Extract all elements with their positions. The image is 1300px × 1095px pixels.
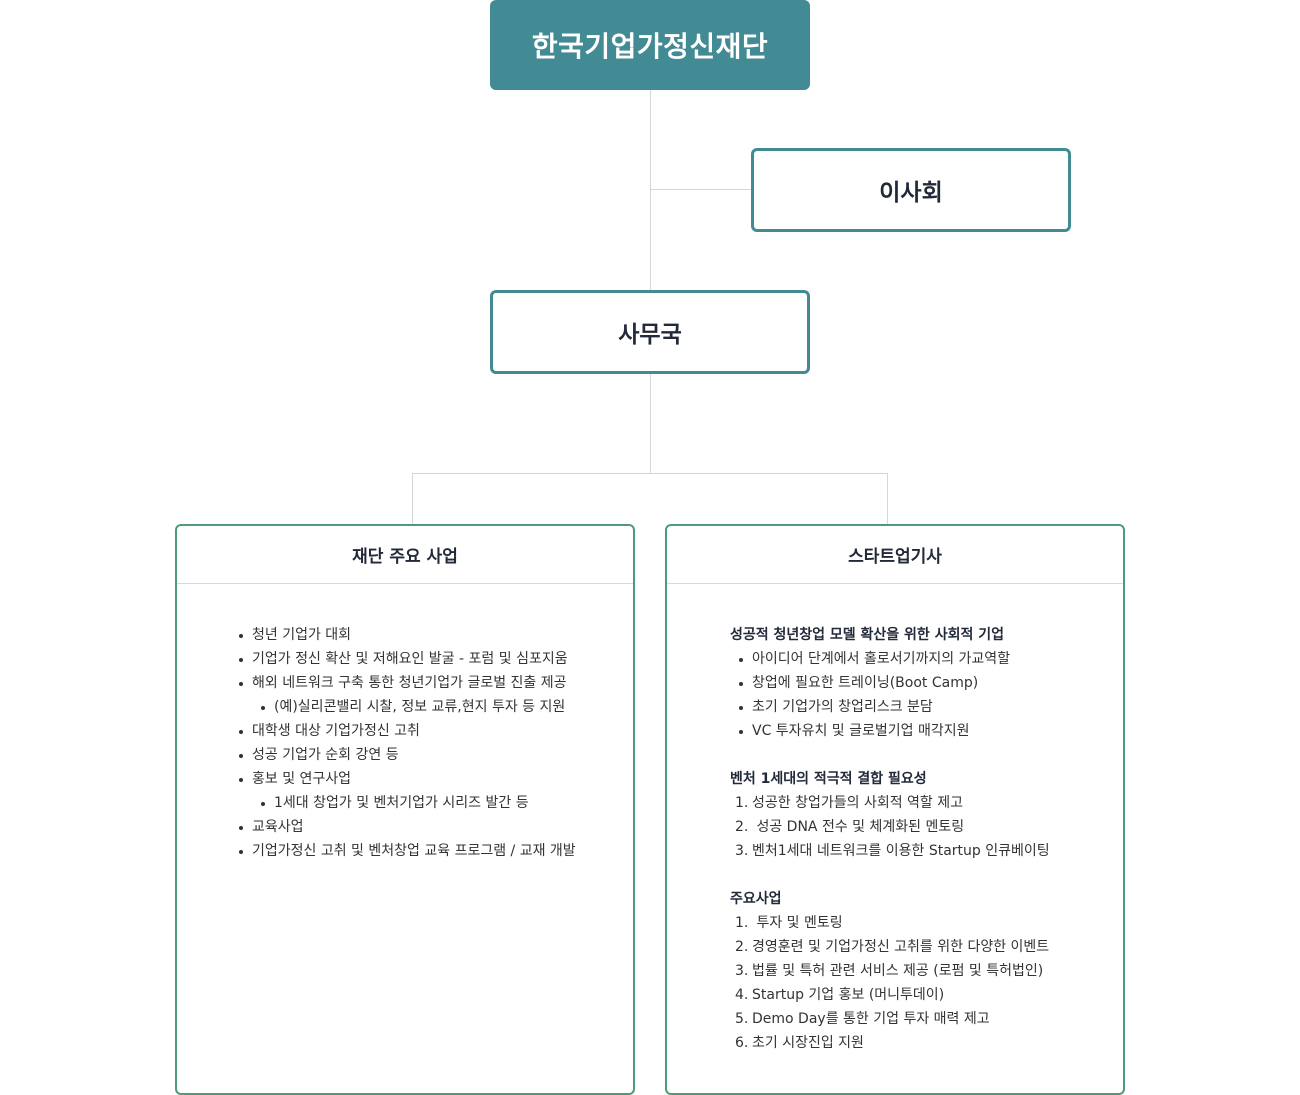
numbered-item: 3.벤처1세대 네트워크를 이용한 Startup 인큐베이팅 — [730, 839, 1050, 863]
panel-title: 스타트업기사 — [667, 526, 1123, 584]
item-text: 투자 및 멘토링 — [752, 915, 843, 931]
board-node: 이사회 — [751, 148, 1071, 232]
list-item: 해외 네트워크 구축 통한 청년기업가 글로벌 진출 제공 — [235, 671, 576, 695]
list-item: 성공 기업가 순회 강연 등 — [235, 743, 576, 767]
item-number: 3. — [735, 843, 749, 859]
list-item: 청년 기업가 대회 — [235, 623, 576, 647]
section-title: 벤처 1세대의 적극적 결합 필요성 — [730, 771, 927, 787]
item-text: 성공 DNA 전수 및 체계화된 멘토링 — [752, 819, 965, 835]
list-item: 아이디어 단계에서 홀로서기까지의 가교역할 — [730, 647, 1050, 671]
list-item: 교육사업 — [235, 815, 576, 839]
item-number: 1. — [735, 915, 749, 931]
list-subitem: (예)실리콘밸리 시찰, 정보 교류,현지 투자 등 지원 — [235, 695, 576, 719]
list-item: 기업가 정신 확산 및 저해요인 발굴 - 포럼 및 심포지움 — [235, 647, 576, 671]
list-item: 대학생 대상 기업가정신 고취 — [235, 719, 576, 743]
item-text: Demo Day를 통한 기업 투자 매력 제고 — [752, 1011, 990, 1027]
item-number: 6. — [735, 1035, 749, 1051]
item-text: 초기 시장진입 지원 — [752, 1035, 864, 1051]
foundation-business-panel: 재단 주요 사업 청년 기업가 대회 기업가 정신 확산 및 저해요인 발굴 -… — [175, 524, 635, 1095]
item-text: 경영훈련 및 기업가정신 고취를 위한 다양한 이벤트 — [752, 939, 1050, 955]
startup-content: 성공적 청년창업 모델 확산을 위한 사회적 기업 아이디어 단계에서 홀로서기… — [730, 623, 1050, 1055]
office-node: 사무국 — [490, 290, 810, 374]
item-text: 법률 및 특허 관련 서비스 제공 (로펌 및 특허법인) — [752, 963, 1044, 979]
item-text: 성공한 창업가들의 사회적 역할 제고 — [752, 795, 963, 811]
list-item: VC 투자유치 및 글로벌기업 매각지원 — [730, 719, 1050, 743]
item-number: 4. — [735, 987, 749, 1003]
item-text: Startup 기업 홍보 (머니투데이) — [752, 987, 945, 1003]
item-number: 5. — [735, 1011, 749, 1027]
foundation-label: 한국기업가정신재단 — [531, 30, 769, 63]
numbered-item: 3.법률 및 특허 관련 서비스 제공 (로펌 및 특허법인) — [730, 959, 1050, 983]
list-item: 기업가정신 고취 및 벤처창업 교육 프로그램 / 교재 개발 — [235, 839, 576, 863]
item-text: 벤처1세대 네트워크를 이용한 Startup 인큐베이팅 — [752, 843, 1050, 859]
numbered-item: 2. 성공 DNA 전수 및 체계화된 멘토링 — [730, 815, 1050, 839]
list-item: 창업에 필요한 트레이닝(Boot Camp) — [730, 671, 1050, 695]
panel-title: 재단 주요 사업 — [177, 526, 633, 584]
startup-panel: 스타트업기사 성공적 청년창업 모델 확산을 위한 사회적 기업 아이디어 단계… — [665, 524, 1125, 1095]
section-title: 성공적 청년창업 모델 확산을 위한 사회적 기업 — [730, 627, 1004, 643]
connector-board-horizontal — [650, 189, 751, 190]
list-item: 홍보 및 연구사업 — [235, 767, 576, 791]
numbered-item: 5.Demo Day를 통한 기업 투자 매력 제고 — [730, 1007, 1050, 1031]
connector-branch-horizontal — [412, 473, 888, 474]
numbered-item: 2.경영훈련 및 기업가정신 고취를 위한 다양한 이벤트 — [730, 935, 1050, 959]
connector-left-drop — [412, 473, 413, 524]
connector-right-drop — [887, 473, 888, 524]
item-number: 2. — [735, 819, 749, 835]
item-number: 2. — [735, 939, 749, 955]
foundation-business-list: 청년 기업가 대회 기업가 정신 확산 및 저해요인 발굴 - 포럼 및 심포지… — [235, 623, 576, 863]
foundation-node: 한국기업가정신재단 — [490, 0, 810, 90]
item-number: 3. — [735, 963, 749, 979]
numbered-item: 1. 투자 및 멘토링 — [730, 911, 1050, 935]
list-item: 초기 기업가의 창업리스크 분담 — [730, 695, 1050, 719]
board-label: 이사회 — [879, 180, 943, 206]
item-number: 1. — [735, 795, 749, 811]
connector-office-vertical — [650, 374, 651, 473]
section-title: 주요사업 — [730, 891, 782, 907]
list-subitem: 1세대 창업가 및 벤처기업가 시리즈 발간 등 — [235, 791, 576, 815]
numbered-item: 4.Startup 기업 홍보 (머니투데이) — [730, 983, 1050, 1007]
numbered-item: 6.초기 시장진입 지원 — [730, 1031, 1050, 1055]
numbered-item: 1.성공한 창업가들의 사회적 역할 제고 — [730, 791, 1050, 815]
office-label: 사무국 — [618, 322, 682, 348]
connector-main-vertical — [650, 90, 651, 290]
